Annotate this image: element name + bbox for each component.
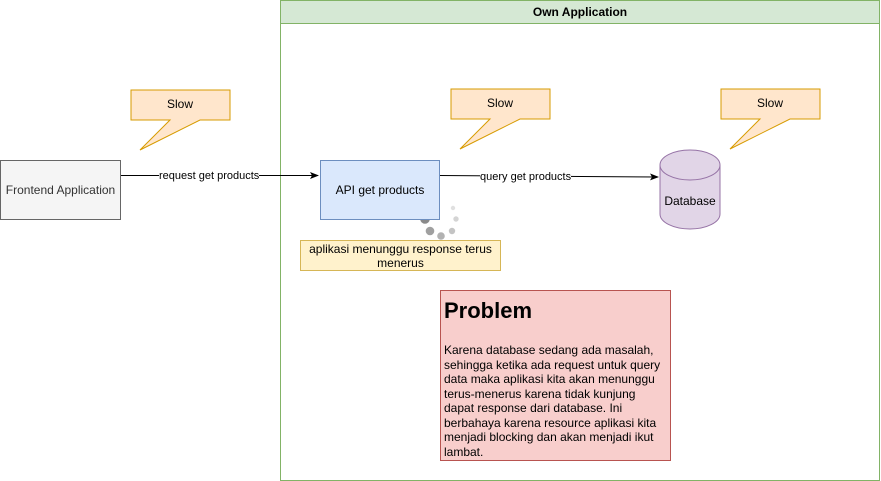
database-cylinder xyxy=(659,149,721,230)
problem-title: Problem xyxy=(444,298,533,323)
problem-box: Problem Karena database sedang ada masal… xyxy=(440,290,671,461)
frontend-application-node: Frontend Application xyxy=(0,160,121,220)
slow-label-2: Slow xyxy=(486,96,513,110)
slow-callout-3 xyxy=(720,88,821,150)
database-label: Database xyxy=(664,194,716,208)
problem-body: Karena database sedang ada masalah, sehi… xyxy=(444,343,661,459)
slow-label-1: Slow xyxy=(166,97,193,111)
slow-label-3: Slow xyxy=(756,96,783,110)
query-edge-label: query get products xyxy=(480,171,572,184)
waiting-note: aplikasi menunggu response terus menerus xyxy=(300,240,501,271)
slow-callout-1 xyxy=(130,89,231,151)
api-get-products-node: API get products xyxy=(320,160,440,220)
slow-callout-2 xyxy=(450,88,551,150)
request-edge-label: request get products xyxy=(159,170,260,183)
group-title: Own Application xyxy=(280,0,880,24)
